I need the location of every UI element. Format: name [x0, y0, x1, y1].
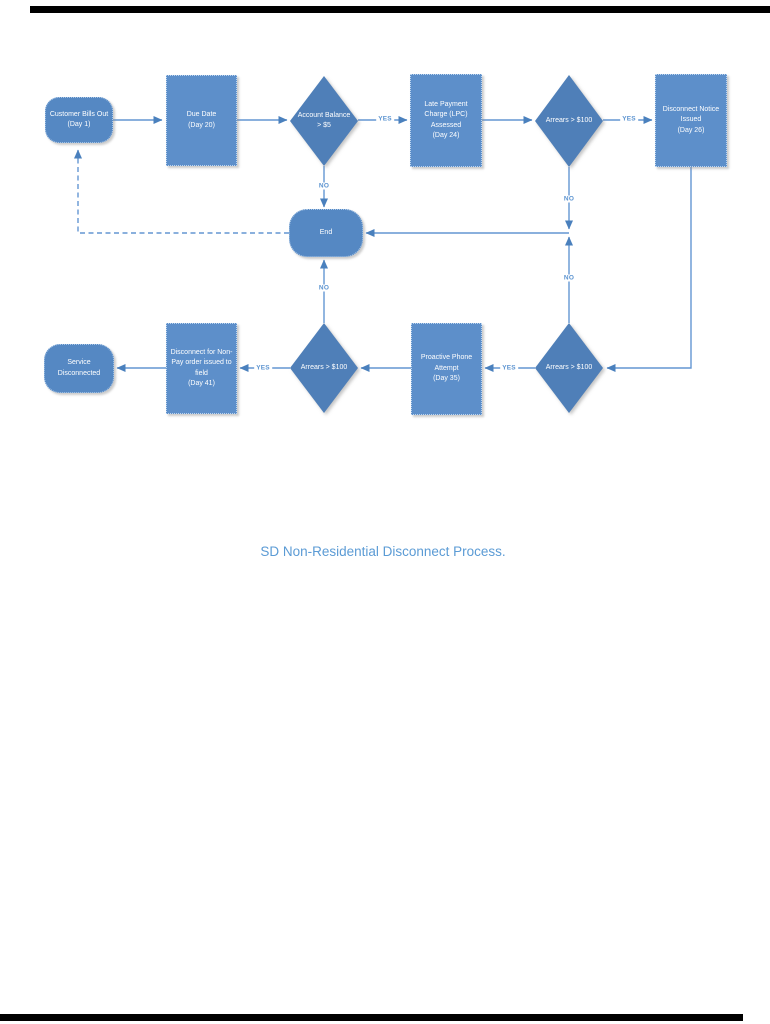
node-proactive-phone: Proactive Phone Attempt (Day 35) — [411, 323, 482, 415]
connector-lines — [74, 116, 692, 372]
node-customer-bills-out: Customer Bills Out (Day 1) — [45, 97, 113, 143]
scan-artifact-bar-top — [30, 6, 770, 13]
node-arrears-after-notice-label: Arrears > $100 — [545, 363, 593, 371]
node-arrears-after-lpc-label: Arrears > $100 — [545, 116, 593, 124]
diamond-shape: Arrears > $100 — [535, 75, 603, 167]
diamond-shape: Arrears > $100 — [290, 323, 358, 413]
node-due-date-label: Due Date (Day 20) — [186, 111, 217, 129]
node-customer-bills-out-label: Customer Bills Out (Day 1) — [49, 110, 109, 129]
node-service-disconnected-label: Service Disconnected — [57, 359, 101, 377]
wire-label-yes-arrears-phone: YES — [254, 364, 272, 372]
node-service-disconnected: Service Disconnected — [44, 344, 114, 393]
node-late-payment-charge: Late Payment Charge (LPC) Assessed (Day … — [410, 74, 482, 167]
wire-label-yes-arrears-top: YES — [620, 115, 638, 123]
wire-label-yes-arrears-notice: YES — [500, 364, 518, 372]
node-end: End — [289, 209, 363, 257]
node-late-payment-charge-label: Late Payment Charge (LPC) Assessed (Day … — [424, 100, 468, 140]
node-disconnect-notice: Disconnect Notice Issued (Day 26) — [655, 74, 727, 167]
node-disconnect-nonpay: Disconnect for Non- Pay order issued to … — [166, 323, 237, 414]
node-due-date: Due Date (Day 20) — [166, 75, 237, 166]
node-arrears-after-phone-decision: Arrears > $100 — [290, 323, 358, 413]
node-arrears-after-lpc-decision: Arrears > $100 — [535, 75, 603, 167]
scan-artifact-bar-bottom — [0, 1014, 743, 1021]
diamond-shape: Account Balance > $5 — [290, 76, 358, 166]
node-account-balance-label: Account Balance > $5 — [297, 111, 351, 130]
wire-label-no-arrears-top: NO — [561, 195, 577, 203]
node-proactive-phone-label: Proactive Phone Attempt (Day 35) — [420, 354, 473, 383]
node-arrears-after-notice-decision: Arrears > $100 — [535, 323, 603, 413]
diagram-title: SD Non-Residential Disconnect Process. — [260, 544, 506, 559]
diamond-shape: Arrears > $100 — [535, 323, 603, 413]
wire-label-no-arrears-notice: NO — [561, 274, 577, 282]
node-account-balance-decision: Account Balance > $5 — [290, 76, 358, 166]
wire-label-yes-balance: YES — [376, 115, 394, 123]
node-end-label: End — [319, 228, 333, 236]
wire-label-no-arrears-phone: NO — [316, 284, 332, 292]
node-disconnect-notice-label: Disconnect Notice Issued (Day 26) — [662, 105, 720, 134]
node-disconnect-nonpay-label: Disconnect for Non- Pay order issued to … — [170, 348, 233, 388]
wire-label-no-balance: NO — [316, 182, 332, 190]
node-arrears-after-phone-label: Arrears > $100 — [300, 363, 348, 371]
